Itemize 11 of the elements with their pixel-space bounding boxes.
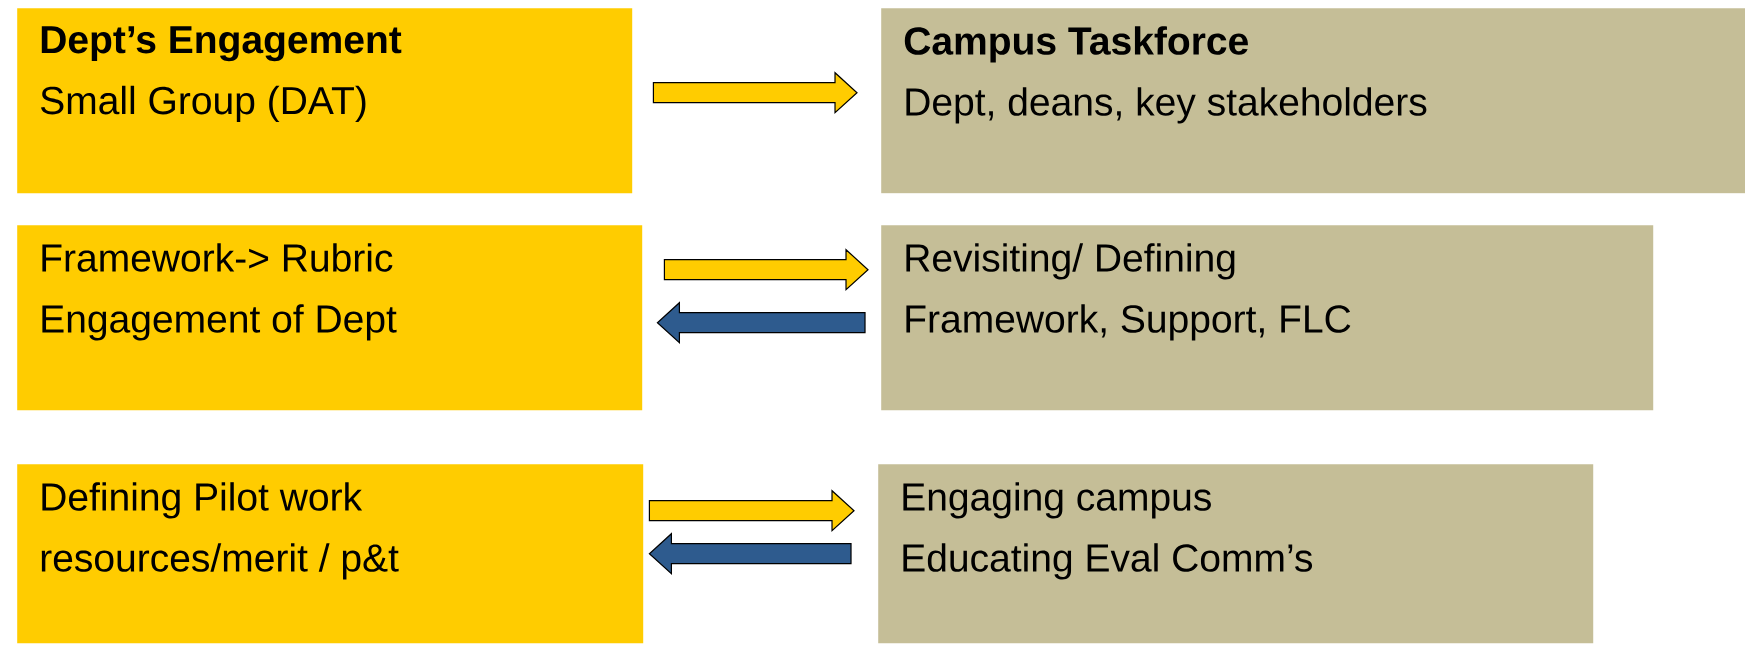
text-box: Engaging campus Educating Eval Comm’s	[878, 464, 1594, 644]
block-arrow	[652, 71, 858, 115]
block-arrow	[648, 489, 855, 533]
text-box: Defining Pilot work resources/merit / p&t	[17, 464, 644, 644]
block-arrow	[663, 248, 869, 292]
text-box: Dept’s Engagement Small Group (DAT)	[17, 8, 633, 194]
block-arrow	[648, 532, 852, 576]
block-arrow	[656, 301, 866, 345]
text-box: Framework-> Rubric Engagement of Dept	[17, 225, 643, 411]
text-box: Campus Taskforce Dept, deans, key stakeholders	[881, 8, 1745, 194]
text-box: Revisiting/ Defining Framework, Support, FLC	[881, 225, 1654, 411]
